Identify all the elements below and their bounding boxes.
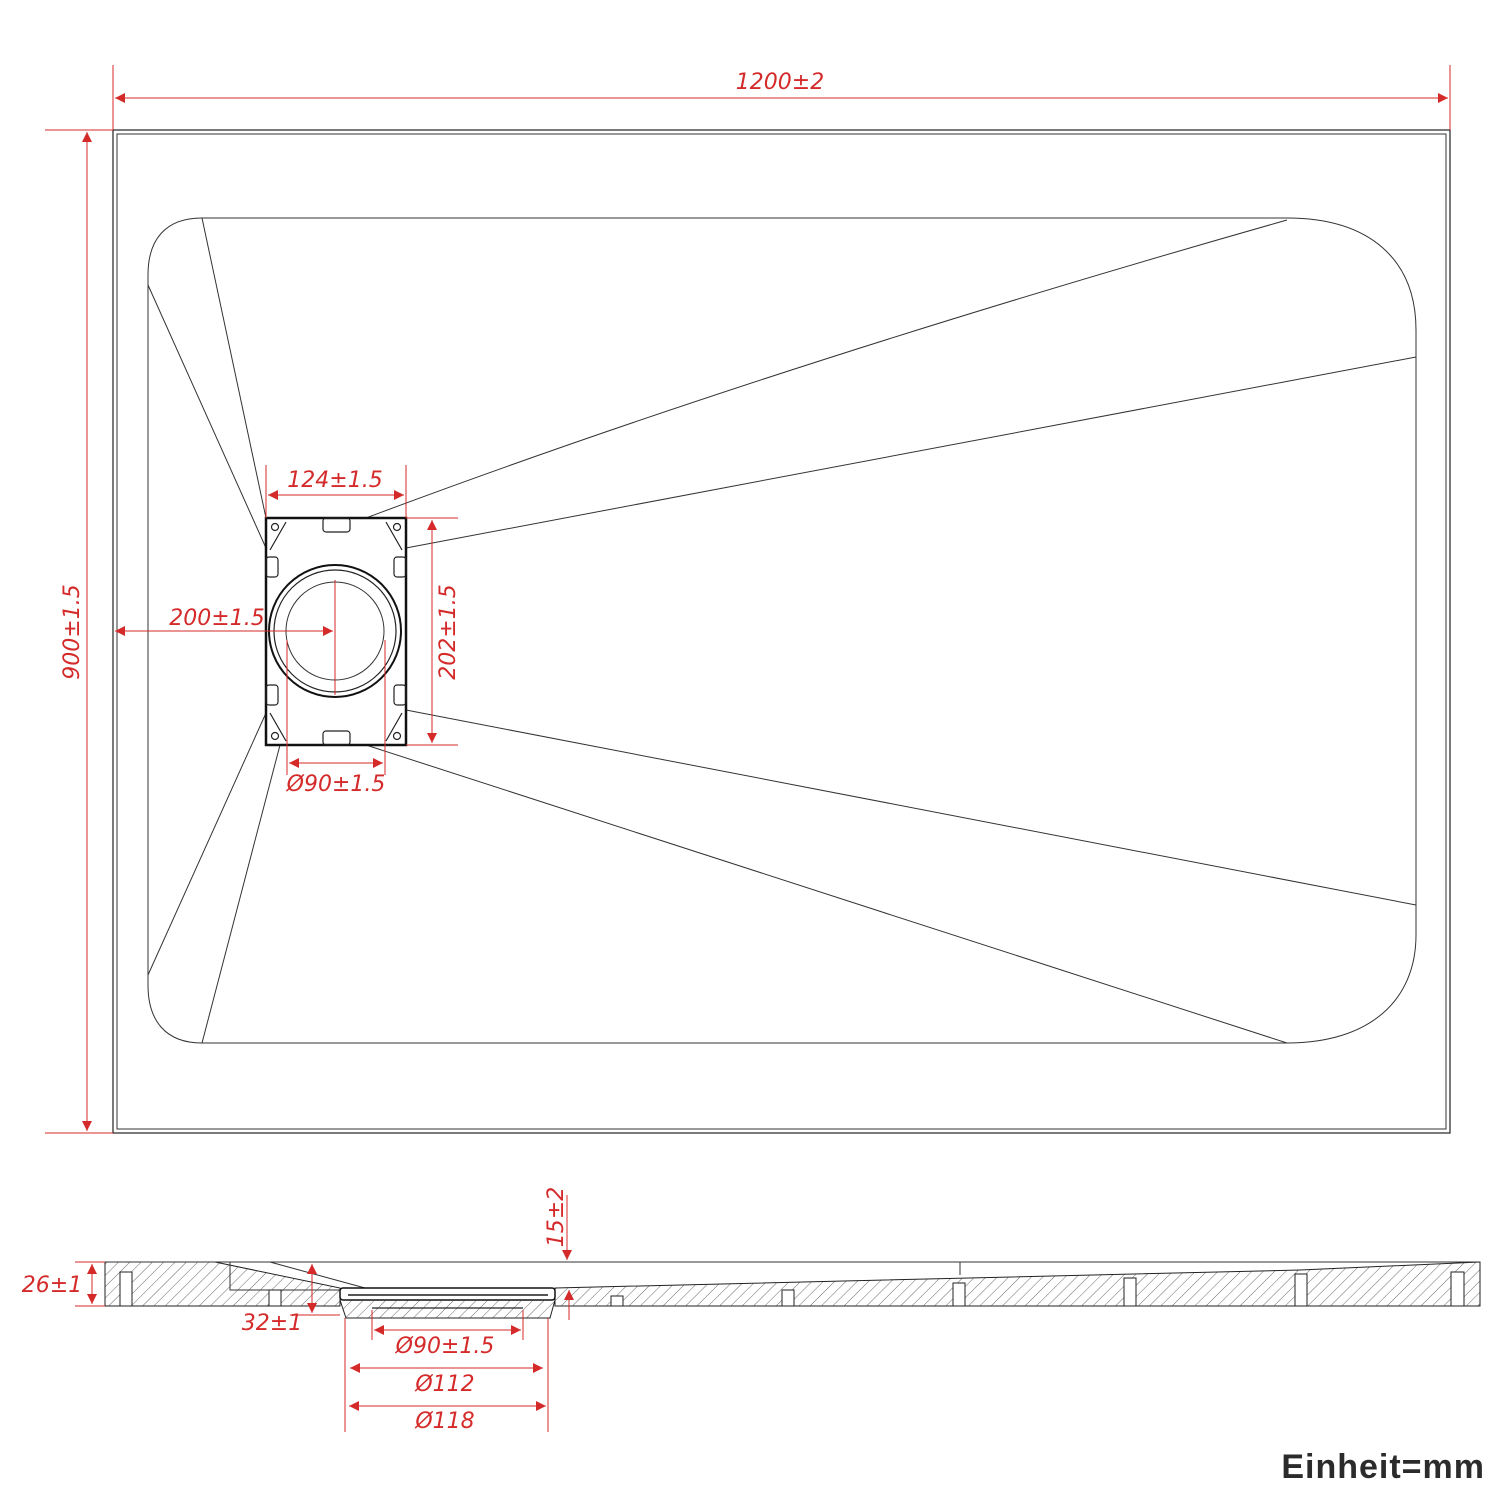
drain-height-dimension: 202±1.5 xyxy=(436,584,461,679)
drain-outlet-dimension: Ø90±1.5 xyxy=(286,772,386,797)
drain-height-dimension-section: 32±1 xyxy=(242,1311,302,1336)
drain-offset-dimension: 200±1.5 xyxy=(169,606,264,631)
support-feet xyxy=(119,1271,1465,1307)
height-dimension: 900±1.5 xyxy=(60,584,85,679)
drain-width-dimension: 124±1.5 xyxy=(287,468,382,493)
outlet-inner-dimension: Ø90±1.5 xyxy=(395,1334,495,1359)
outlet-mid-dimension: Ø112 xyxy=(414,1372,474,1397)
top-dimensions: 1200±2 900±1.5 124±1.5 202±1.5 200±1.5 Ø… xyxy=(45,65,1451,1134)
section-view xyxy=(104,1261,1481,1319)
outlet-outer-dimension: Ø118 xyxy=(414,1409,474,1434)
recess-dimension: 15±2 xyxy=(544,1187,569,1247)
tray-height-dimension: 26±1 xyxy=(22,1273,82,1298)
width-dimension: 1200±2 xyxy=(736,70,824,95)
tray-basin-outline xyxy=(147,217,1417,1044)
tray-outline xyxy=(112,129,1451,1134)
top-view xyxy=(112,129,1451,1134)
drain-section xyxy=(339,1287,556,1319)
unit-label: Einheit=mm xyxy=(1281,1448,1485,1486)
section-dimensions: 26±1 32±1 15±2 Ø90±1.5 Ø112 Ø118 xyxy=(22,1187,574,1434)
